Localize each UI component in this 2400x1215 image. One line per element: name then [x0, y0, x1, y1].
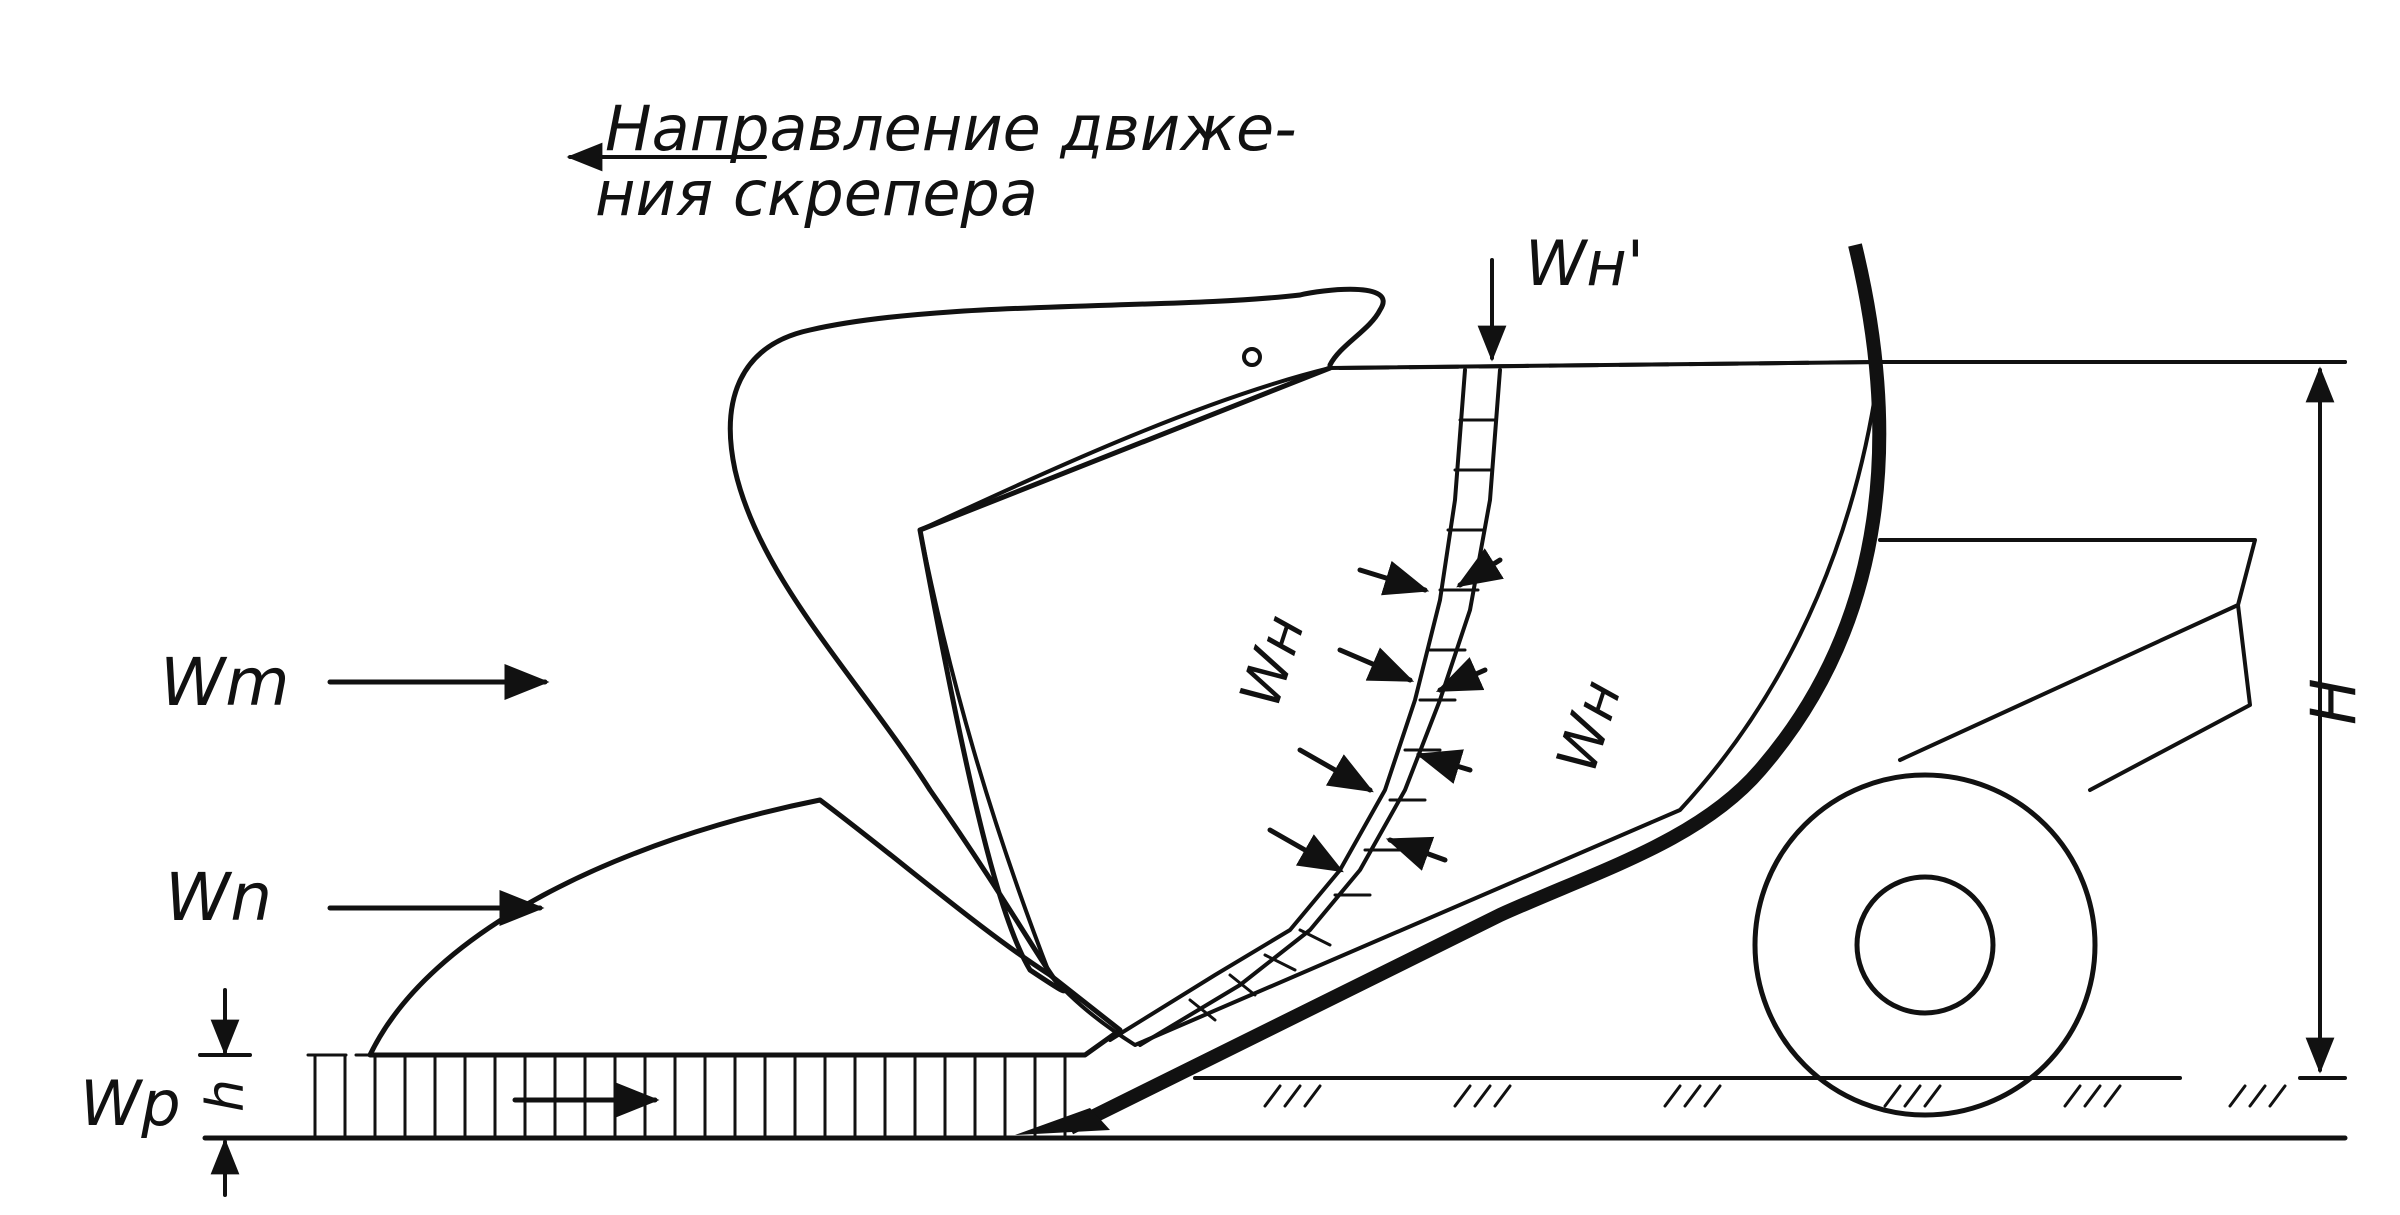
label-small-h: h	[196, 1079, 256, 1112]
label-wn: Wn	[165, 859, 272, 936]
bucket-wall	[1066, 243, 1887, 1135]
dimension-small-h	[198, 988, 252, 1197]
label-wh-left: Wн	[1228, 608, 1318, 716]
dimension-h	[2298, 360, 2347, 1080]
scraper-apron	[727, 286, 1386, 994]
slip-zone-arrows	[1267, 548, 1504, 873]
scraper-wheel	[1752, 772, 2098, 1118]
slip-zone	[1108, 368, 1467, 1042]
label-wh-prime: Wн'	[1525, 227, 1644, 300]
soil-prism	[367, 797, 1123, 1058]
direction-caption-line2: ния скрепера	[595, 157, 1038, 230]
label-wm: Wm	[160, 644, 290, 721]
bucket-soil-fill	[918, 360, 1882, 1047]
label-big-h: H	[2297, 678, 2370, 725]
label-wp: Wp	[80, 1067, 181, 1140]
direction-caption-line1: Направление движе-	[605, 92, 1297, 165]
apron-hinge	[1242, 347, 1262, 367]
label-wh-right: Wн	[1544, 673, 1634, 781]
bucket-knife	[1015, 1108, 1110, 1135]
ground-hatch-marks	[1263, 1084, 2287, 1108]
cut-soil-layer	[308, 1055, 1078, 1138]
